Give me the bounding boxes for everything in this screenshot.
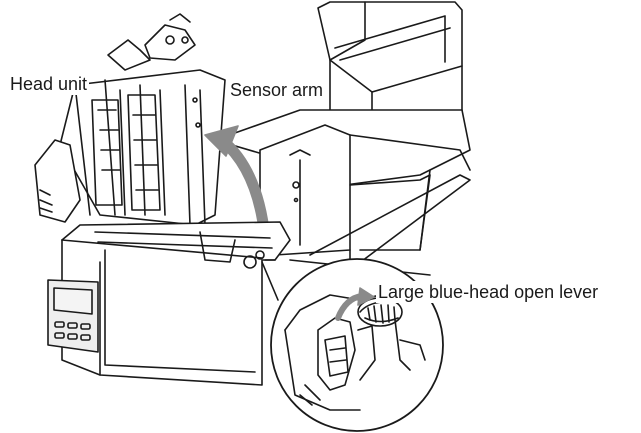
media-compartment	[214, 109, 471, 271]
zoom-connector	[261, 261, 279, 301]
control-panel	[47, 279, 99, 353]
head-unit-label: Head unit	[8, 73, 90, 95]
head-unit-drawing	[34, 13, 226, 226]
sensor-arm-label: Sensor arm	[228, 79, 326, 101]
top-cover	[317, 1, 463, 151]
open-lever-label: Large blue-head open lever	[376, 281, 601, 303]
